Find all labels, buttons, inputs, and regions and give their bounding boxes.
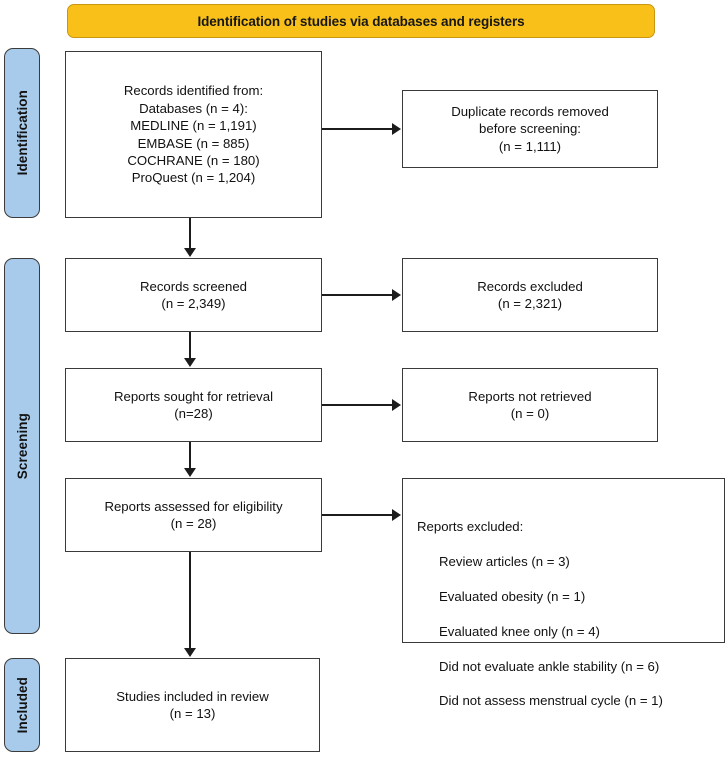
box-studies-included-in-review-text: Studies included in review (n = 13) — [116, 688, 269, 721]
box-records-excluded-text: Records excluded (n = 2,321) — [477, 278, 583, 311]
stage-label-included-text: Included — [14, 676, 30, 734]
connector-line — [189, 218, 191, 249]
box-reports-not-retrieved-text: Reports not retrieved (n = 0) — [468, 388, 592, 421]
reports-excluded-item: Did not evaluate ankle stability (n = 6) — [439, 658, 660, 674]
arrow-down-icon — [184, 248, 196, 257]
box-reports-assessed-for-eligibility-text: Reports assessed for eligibility (n = 28… — [104, 498, 283, 531]
stage-label-included: Included — [4, 658, 40, 752]
connector-line — [189, 442, 191, 469]
box-duplicate-records-removed: Duplicate records removed before screeni… — [402, 90, 658, 168]
box-reports-not-retrieved: Reports not retrieved (n = 0) — [402, 368, 658, 442]
arrow-right-icon — [392, 399, 401, 411]
connector-line — [322, 128, 393, 130]
arrow-down-icon — [184, 358, 196, 367]
box-reports-sought-for-retrieval-text: Reports sought for retrieval (n=28) — [113, 388, 274, 421]
connector-line — [189, 332, 191, 359]
reports-excluded-item: Evaluated knee only (n = 4) — [439, 623, 600, 639]
connector-line — [322, 294, 393, 296]
stage-label-screening: Screening — [4, 258, 40, 634]
arrow-down-icon — [184, 648, 196, 657]
stage-label-screening-text: Screening — [14, 412, 30, 480]
box-records-screened: Records screened (n = 2,349) — [65, 258, 322, 332]
diagram-header-banner: Identification of studies via databases … — [67, 4, 655, 38]
connector-line — [322, 404, 393, 406]
box-records-identified-text: Records identified from: Databases (n = … — [123, 83, 264, 186]
reports-excluded-heading: Reports excluded: — [417, 519, 524, 535]
reports-excluded-item: Review articles (n = 3) — [439, 554, 570, 570]
box-records-excluded: Records excluded (n = 2,321) — [402, 258, 658, 332]
arrow-down-icon — [184, 468, 196, 477]
reports-excluded-item: Evaluated obesity (n = 1) — [439, 589, 586, 605]
box-reports-sought-for-retrieval: Reports sought for retrieval (n=28) — [65, 368, 322, 442]
arrow-right-icon — [392, 509, 401, 521]
box-reports-assessed-for-eligibility: Reports assessed for eligibility (n = 28… — [65, 478, 322, 552]
diagram-header-title: Identification of studies via databases … — [197, 13, 525, 29]
box-studies-included-in-review: Studies included in review (n = 13) — [65, 658, 320, 752]
box-records-screened-text: Records screened (n = 2,349) — [139, 278, 248, 311]
connector-line — [189, 552, 191, 649]
box-reports-excluded-list: Reports excluded: Review articles (n = 3… — [417, 501, 718, 727]
arrow-right-icon — [392, 123, 401, 135]
stage-label-identification-text: Identification — [14, 90, 30, 176]
box-records-identified: Records identified from: Databases (n = … — [65, 51, 322, 218]
reports-excluded-item: Did not assess menstrual cycle (n = 1) — [439, 693, 663, 709]
box-reports-excluded: Reports excluded: Review articles (n = 3… — [402, 478, 725, 708]
arrow-right-icon — [392, 289, 401, 301]
stage-label-identification: Identification — [4, 48, 40, 218]
connector-line — [322, 514, 393, 516]
box-duplicate-records-removed-text: Duplicate records removed before screeni… — [451, 103, 609, 154]
